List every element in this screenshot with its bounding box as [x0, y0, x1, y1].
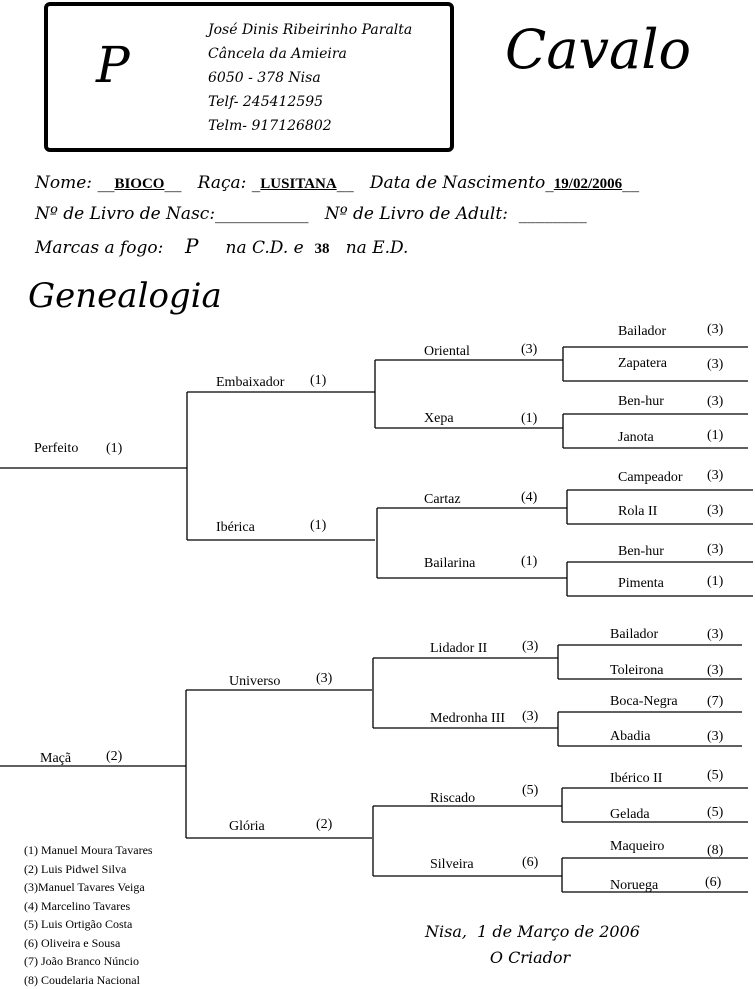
pedigree-name: Ibérico II: [610, 771, 662, 787]
pedigree-breeder: (3): [707, 322, 723, 338]
pedigree-name: Janota: [618, 430, 654, 446]
pedigree-name: Glória: [229, 819, 265, 835]
pedigree-breeder: (5): [707, 805, 723, 821]
pedigree-breeder: (3): [707, 627, 723, 643]
pedigree-breeder: (3): [707, 357, 723, 373]
pedigree-dam-name: Maçã: [40, 751, 71, 767]
pedigree-name: Abadia: [610, 729, 650, 745]
breeders-legend: (1) Manuel Moura Tavares (2) Luis Pidwel…: [24, 841, 153, 989]
pedigree-breeder: (3): [522, 639, 538, 655]
legend-item: (2) Luis Pidwel Silva: [24, 860, 153, 879]
pedigree-breeder: (2): [316, 817, 332, 833]
pedigree-name: Cartaz: [424, 492, 461, 508]
legend-item: (4) Marcelino Tavares: [24, 897, 153, 916]
pedigree-name: Bailarina: [424, 556, 475, 572]
pedigree-dam-breeder: (2): [106, 749, 122, 765]
pedigree-breeder: (1): [310, 518, 326, 534]
pedigree-name: Xepa: [424, 411, 454, 427]
pedigree-breeder: (6): [705, 875, 721, 891]
pedigree-name: Boca-Negra: [610, 694, 678, 710]
pedigree-breeder: (3): [707, 542, 723, 558]
pedigree-name: Bailador: [618, 324, 666, 340]
pedigree-name: Ben-hur: [618, 544, 664, 560]
pedigree-name: Riscado: [430, 791, 475, 807]
pedigree-breeder: (1): [707, 574, 723, 590]
place-date: Nisa, 1 de Março de 2006: [425, 922, 635, 941]
pedigree-name: Rola II: [618, 504, 657, 520]
pedigree-name: Universo: [229, 674, 280, 690]
pedigree-breeder: (3): [707, 503, 723, 519]
pedigree-name: Campeador: [618, 470, 683, 486]
legend-item: (6) Oliveira e Sousa: [24, 934, 153, 953]
pedigree-breeder: (3): [316, 671, 332, 687]
pedigree-breeder: (5): [522, 783, 538, 799]
pedigree-breeder: (3): [521, 342, 537, 358]
pedigree-breeder: (1): [521, 411, 537, 427]
pedigree-name: Medronha III: [430, 711, 505, 727]
pedigree-name: Oriental: [424, 344, 470, 360]
pedigree-breeder: (1): [707, 428, 723, 444]
pedigree-name: Maqueiro: [610, 839, 664, 855]
pedigree-name: Lidador II: [430, 641, 487, 657]
pedigree-name: Ben-hur: [618, 394, 664, 410]
pedigree-name: Toleirona: [610, 663, 663, 679]
pedigree-breeder: (8): [707, 843, 723, 859]
pedigree-name: Embaixador: [216, 375, 284, 391]
pedigree-breeder: (5): [707, 768, 723, 784]
pedigree-breeder: (3): [707, 468, 723, 484]
pedigree-name: Zapatera: [618, 356, 667, 372]
pedigree-sire-name: Perfeito: [34, 441, 78, 457]
pedigree-name: Noruega: [610, 878, 658, 894]
pedigree-name: Ibérica: [216, 520, 255, 536]
pedigree-breeder: (3): [707, 663, 723, 679]
pedigree-sire-breeder: (1): [106, 441, 122, 457]
legend-item: (7) João Branco Núncio: [24, 952, 153, 971]
pedigree-name: Pimenta: [618, 576, 664, 592]
legend-item: (1) Manuel Moura Tavares: [24, 841, 153, 860]
pedigree-breeder: (1): [521, 554, 537, 570]
pedigree-breeder: (4): [521, 490, 537, 506]
pedigree-name: Gelada: [610, 807, 650, 823]
pedigree-breeder: (1): [310, 373, 326, 389]
pedigree-breeder: (7): [707, 694, 723, 710]
pedigree-name: Bailador: [610, 627, 658, 643]
legend-item: (3)Manuel Tavares Veiga: [24, 878, 153, 897]
pedigree-name: Silveira: [430, 857, 474, 873]
pedigree-breeder: (3): [522, 709, 538, 725]
legend-item: (8) Coudelaria Nacional: [24, 971, 153, 989]
signature-label: O Criador: [425, 948, 635, 967]
pedigree-breeder: (6): [522, 855, 538, 871]
pedigree-breeder: (3): [707, 394, 723, 410]
pedigree-breeder: (3): [707, 729, 723, 745]
legend-item: (5) Luis Ortigão Costa: [24, 915, 153, 934]
